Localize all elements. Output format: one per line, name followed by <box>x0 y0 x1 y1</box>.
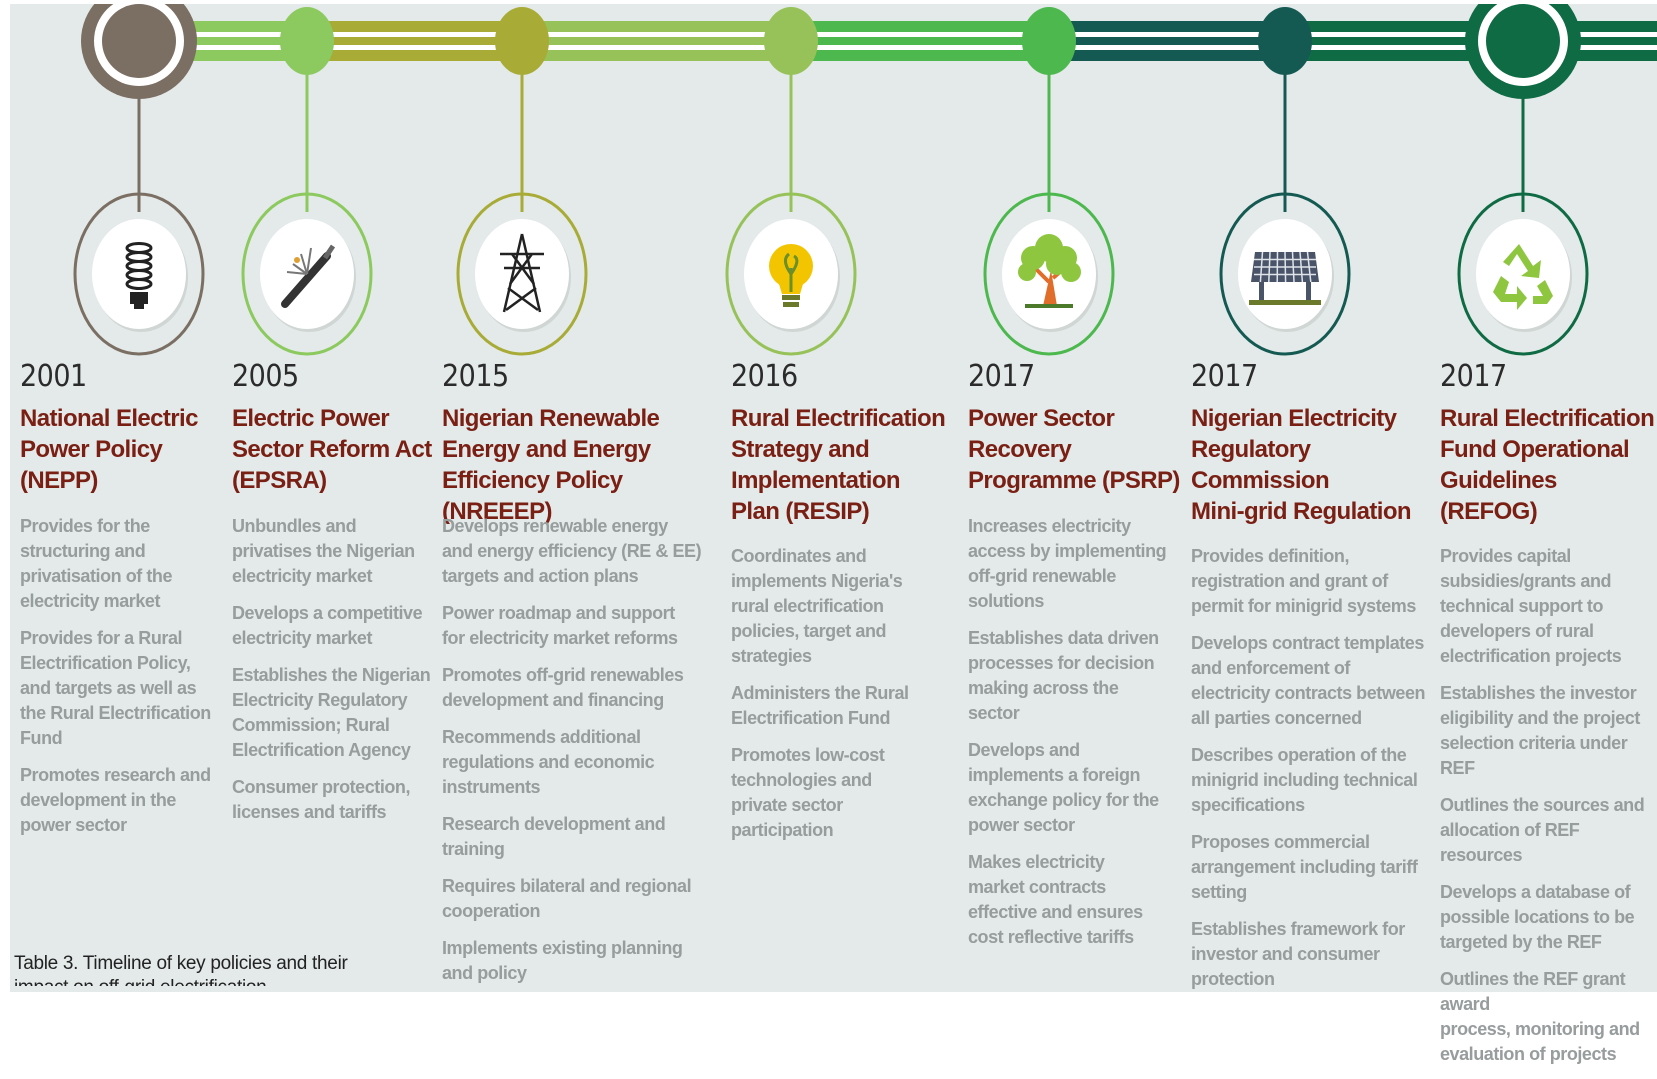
milestone-impacts: Develops renewable energy and energy eff… <box>442 514 727 998</box>
milestone-title: Electric Power Sector Reform Act (EPSRA) <box>232 403 437 496</box>
impact-item: Makes electricity market contracts effec… <box>968 850 1188 950</box>
milestone-impacts: Provides for the structuring and privati… <box>20 514 220 850</box>
milestone-year: 2017 <box>1440 359 1507 394</box>
timeline-node <box>280 7 334 75</box>
milestone-year: 2017 <box>1191 359 1258 394</box>
impact-item: Outlines the sources and allocation of R… <box>1440 793 1657 868</box>
milestone-year: 2016 <box>731 359 798 394</box>
impact-item: Increases electricity access by implemen… <box>968 514 1188 614</box>
milestone-graphic <box>1459 4 1587 354</box>
impact-item: Develops a competitive electricity marke… <box>232 601 437 651</box>
milestone-year: 2015 <box>442 359 509 394</box>
milestone-title: Nigerian Electricity Regulatory Commissi… <box>1191 403 1441 527</box>
impact-item: Promotes research and development in the… <box>20 763 220 838</box>
timeline-node <box>764 7 818 75</box>
timeline-bar <box>139 21 1657 61</box>
impact-item: Establishes the Nigerian Electricity Reg… <box>232 663 437 763</box>
milestone-title: National Electric Power Policy (NEPP) <box>20 403 220 496</box>
caption-label: Table 3. <box>14 953 78 974</box>
impact-item: Provides capital subsidies/grants and te… <box>1440 544 1657 669</box>
milestone-title: Rural Electrification Fund Operational G… <box>1440 403 1657 527</box>
impact-item: Proposes commercial arrangement includin… <box>1191 830 1441 905</box>
impact-item: Provides for a Rural Electrification Pol… <box>20 626 220 751</box>
timeline-node <box>1258 7 1312 75</box>
impact-item: Provides for the structuring and privati… <box>20 514 220 614</box>
milestone-impacts: Coordinates and implements Nigeria's rur… <box>731 544 961 855</box>
impact-item: Implements existing planning and policy <box>442 936 727 986</box>
milestone-impacts: Provides capital subsidies/grants and te… <box>1440 544 1657 1079</box>
milestone-year: 2005 <box>232 359 299 394</box>
impact-item: Unbundles and privatises the Nigerian el… <box>232 514 437 589</box>
impact-item: Recommends additional regulations and ec… <box>442 725 727 800</box>
timeline-node <box>495 7 549 75</box>
impact-item: Coordinates and implements Nigeria's rur… <box>731 544 961 669</box>
milestone-impacts: Unbundles and privatises the Nigerian el… <box>232 514 437 837</box>
milestone-year: 2017 <box>968 359 1035 394</box>
impact-item: Consumer protection, licenses and tariff… <box>232 775 437 825</box>
milestone-year: 2001 <box>20 359 87 394</box>
milestone-title: Power Sector Recovery Programme (PSRP) <box>968 403 1188 496</box>
impact-item: Establishes framework for investor and c… <box>1191 917 1441 992</box>
milestone-title: Nigerian Renewable Energy and Energy Eff… <box>442 403 727 527</box>
figure-caption: Table 3. Timeline of key policies and th… <box>14 952 374 986</box>
impact-item: Establishes the investor eligibility and… <box>1440 681 1657 781</box>
impact-item: Develops and implements a foreign exchan… <box>968 738 1188 838</box>
impact-item: Develops a database of possible location… <box>1440 880 1657 955</box>
impact-item: Administers the Rural Electrification Fu… <box>731 681 961 731</box>
impact-item: Develops renewable energy and energy eff… <box>442 514 727 589</box>
icon-medallion <box>92 219 186 329</box>
impact-item: Develops contract templates and enforcem… <box>1191 631 1441 731</box>
milestone-impacts: Provides definition, registration and gr… <box>1191 544 1441 1004</box>
impact-item: Research development and training <box>442 812 727 862</box>
impact-item: Outlines the REF grant award process, mo… <box>1440 967 1657 1067</box>
impact-item: Establishes data driven processes for de… <box>968 626 1188 726</box>
milestone-title: Rural Electrification Strategy and Imple… <box>731 403 961 527</box>
impact-item: Describes operation of the minigrid incl… <box>1191 743 1441 818</box>
milestone-impacts: Increases electricity access by implemen… <box>968 514 1188 962</box>
impact-item: Requires bilateral and regional cooperat… <box>442 874 727 924</box>
impact-item: Provides definition, registration and gr… <box>1191 544 1441 619</box>
impact-item: Promotes off-grid renewables development… <box>442 663 727 713</box>
icon-medallion <box>1476 219 1570 329</box>
impact-item: Power roadmap and support for electricit… <box>442 601 727 651</box>
timeline-node <box>1022 7 1076 75</box>
milestone-graphic <box>75 4 203 354</box>
impact-item: Promotes low-cost technologies and priva… <box>731 743 961 843</box>
